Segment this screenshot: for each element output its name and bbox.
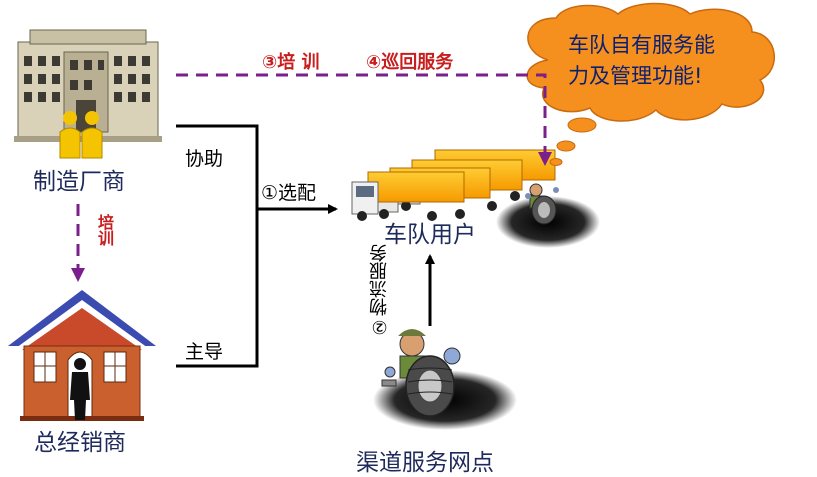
dashed-arrowhead-left	[71, 268, 85, 282]
dashed-arrowhead-top	[538, 152, 552, 166]
edge-label-training-top: ③培 训	[262, 52, 320, 73]
factory-building-icon	[14, 29, 162, 142]
edge-label-logistics: ②物流服务	[369, 244, 390, 337]
edge-label-lead: 主导	[185, 341, 224, 363]
truck-fleet-icon	[351, 149, 556, 221]
node-label-fleet-user: 车队用户	[384, 222, 476, 248]
edge-label-training-vertical: 培训	[95, 214, 114, 246]
dashed-service-line	[176, 73, 547, 152]
bracket-connector	[176, 124, 338, 368]
businessman-icon	[70, 358, 90, 420]
node-label-distributor: 总经销商	[34, 430, 126, 456]
callout-line-2: 力及管理功能!	[568, 64, 703, 88]
edge-label-assist: 协助	[185, 148, 224, 170]
callout-text: 车队自有服务能 力及管理功能!	[568, 30, 715, 92]
callout-cloud	[526, 2, 775, 166]
mechanic-tire-icon-small	[525, 183, 559, 225]
mechanic-tire-icon	[381, 329, 461, 417]
node-label-service-outlet: 渠道服务网点	[356, 450, 494, 476]
people-icon	[59, 111, 103, 159]
callout-line-1: 车队自有服务能	[568, 33, 715, 57]
node-label-manufacturer: 制造厂商	[33, 169, 125, 195]
edge-label-tour-service: ④巡回服务	[366, 52, 454, 73]
edge-label-selection: ①选配	[261, 182, 317, 204]
